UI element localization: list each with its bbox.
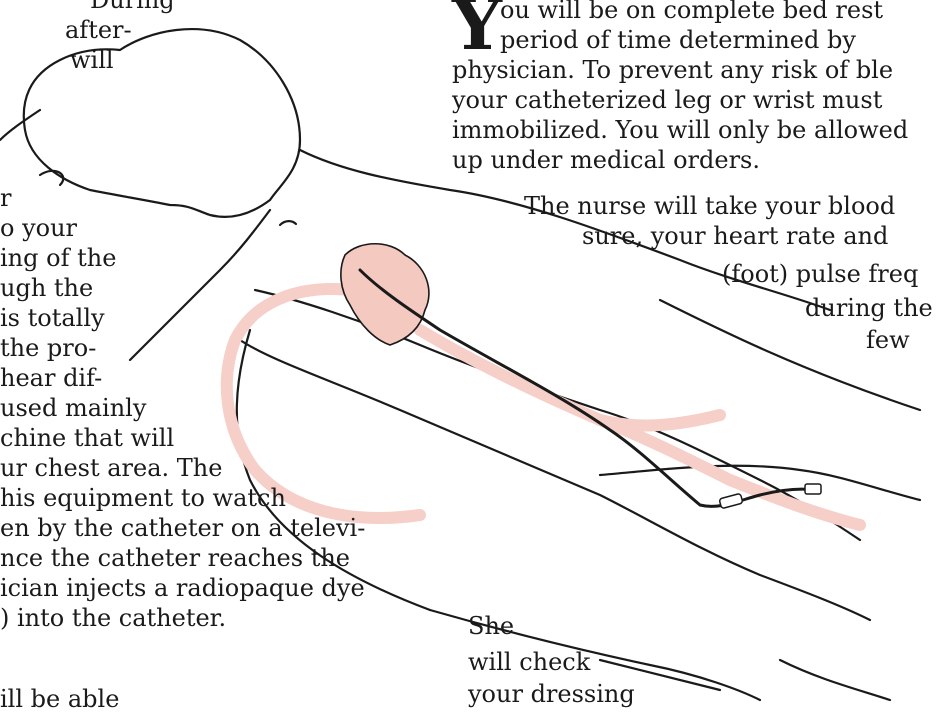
catheter-connector (719, 493, 743, 508)
right-para2-line-2: sure, your heart rate and (582, 222, 888, 250)
torso-lower (130, 210, 270, 360)
patient-head-outline (24, 29, 300, 217)
left-line-4: r (0, 184, 11, 212)
left-line-1: During (90, 0, 175, 14)
right-para2-line-3: (foot) pulse freq (722, 260, 918, 288)
left-line-2: after- (65, 16, 132, 44)
drop-cap: Y (452, 0, 502, 60)
left-line-9: the pro- (0, 334, 96, 362)
left-line-12: chine that will (0, 424, 174, 452)
left-line-13: ur chest area. The (0, 454, 222, 482)
right-intro-line-2: period of time determined by (500, 26, 856, 54)
left-line-11: used mainly (0, 394, 146, 422)
left-line-6: ing of the (0, 244, 116, 272)
left-line-5: o your (0, 214, 77, 242)
arm-upper (255, 290, 860, 540)
left-line-19: ill be able (0, 685, 119, 713)
right-para2-line-4: during the (805, 294, 933, 322)
right-para2-line-5: few (866, 326, 910, 354)
heart-shape (341, 244, 429, 345)
left-line-15: en by the catheter on a televi- (0, 514, 365, 542)
left-line-17: ician injects a radiopaque dye (0, 574, 365, 602)
ground-line (780, 660, 890, 700)
left-line-14: his equipment to watch (0, 484, 286, 512)
bottom-line-2: will check (468, 648, 590, 676)
patient-ear (40, 171, 63, 185)
pillow-edge (0, 110, 40, 140)
catheter-line (360, 270, 815, 506)
left-line-18: ) into the catheter. (0, 604, 226, 632)
chin-mark (280, 221, 296, 225)
right-intro-line-4: your catheterized leg or wrist must (452, 86, 882, 114)
bottom-line-1: She (468, 612, 514, 640)
left-line-7: ugh the (0, 274, 93, 302)
bottom-line-3: your dressing (468, 680, 635, 708)
left-line-3: will (70, 46, 114, 74)
right-intro-line-1: ou will be on complete bed rest (500, 0, 883, 24)
right-intro-line-6: up under medical orders. (452, 146, 760, 174)
right-intro-line-3: physician. To prevent any risk of ble (452, 56, 893, 84)
right-intro-line-5: immobilized. You will only be allowed (452, 116, 908, 144)
left-line-16: nce the catheter reaches the (0, 544, 350, 572)
left-line-8: is totally (0, 304, 105, 332)
catheter-valve (805, 484, 821, 494)
left-line-10: hear dif- (0, 364, 102, 392)
right-para2-line-1: The nurse will take your blood (524, 192, 895, 220)
